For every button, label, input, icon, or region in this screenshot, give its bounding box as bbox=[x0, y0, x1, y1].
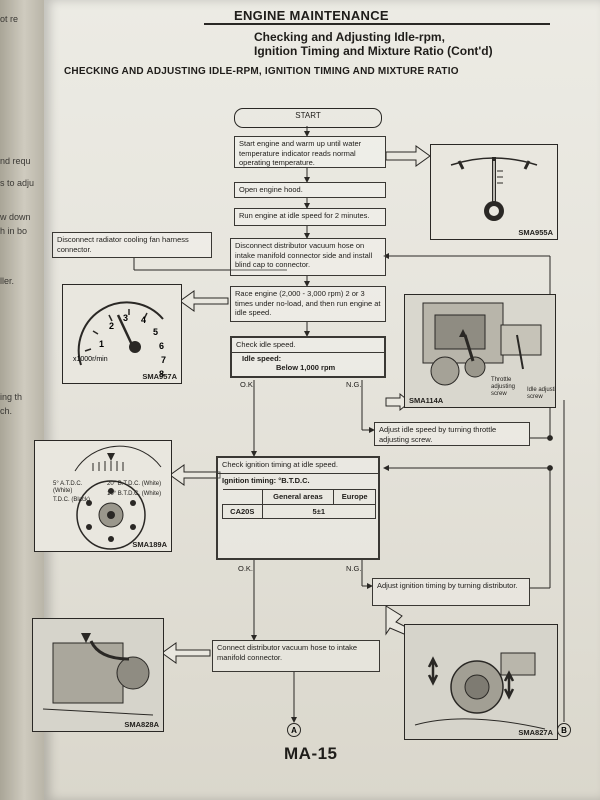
figure-code: SMA957A bbox=[142, 372, 177, 381]
manual-page: ENGINE MAINTENANCE Checking and Adjustin… bbox=[32, 0, 600, 800]
connector-b: B bbox=[557, 723, 571, 737]
step-disconnect-vacuum-hose: Disconnect distributor vacuum hose on in… bbox=[230, 238, 386, 276]
label-idle-screw: Idle adjusting screw bbox=[527, 387, 555, 400]
tach-tick: 8 bbox=[159, 369, 164, 379]
figure-code: SMA189A bbox=[132, 540, 167, 549]
step-connect-vacuum-hose: Connect distributor vacuum hose to intak… bbox=[212, 640, 380, 672]
step-disconnect-fan-connector: Disconnect radiator cooling fan harness … bbox=[52, 232, 212, 258]
left-page-fragment: s to adju bbox=[0, 178, 35, 188]
label-throttle-screw: Throttle adjusting screw bbox=[491, 377, 516, 397]
step-adjust-idle: Adjust idle speed by turning throttle ad… bbox=[374, 422, 530, 446]
figure-vacuum-hose: SMA828A bbox=[32, 618, 164, 732]
ok-label: O.K. bbox=[240, 380, 256, 389]
left-page-fragment: nd requ bbox=[0, 156, 31, 166]
check-ignition-timing-box: Check ignition timing at idle speed. Ign… bbox=[216, 456, 380, 560]
check-timing-title: Check ignition timing at idle speed. bbox=[222, 460, 338, 469]
label-20-btdc: 20° B.T.D.C. (White) bbox=[107, 481, 162, 487]
ng-label: N.G. bbox=[346, 564, 362, 573]
connector-b-label: B bbox=[561, 726, 567, 735]
connector-a-label: A bbox=[291, 726, 297, 735]
timing-spec-value: °B.T.D.C. bbox=[278, 475, 310, 485]
row-timing-value: 5±1 bbox=[261, 503, 377, 519]
ignition-timing-table: General areas Europe CA20S 5±1 bbox=[222, 489, 377, 519]
figure-carburetor: Throttle adjusting screw Idle adjusting … bbox=[404, 294, 556, 408]
left-page-fragment: ch. bbox=[0, 406, 13, 416]
tach-tick: 2 bbox=[109, 321, 114, 331]
idle-spec-value: Below 1,000 rpm bbox=[276, 363, 336, 372]
carburetor-icon bbox=[422, 302, 542, 386]
idle-spec-label: Idle speed: bbox=[232, 351, 384, 364]
figure-temperature-gauge: SMA955A bbox=[430, 144, 558, 240]
page-subtitle: Checking and Adjusting Idle-rpm, Ignitio… bbox=[254, 30, 493, 58]
check-idle-title: Check idle speed. bbox=[236, 340, 296, 349]
figure-code: SMA827A bbox=[518, 728, 553, 737]
tachometer-icon: 1 2 3 4 5 6 7 8 x1000r/min bbox=[73, 301, 166, 379]
col-europe: Europe bbox=[333, 489, 376, 505]
tach-tick: 6 bbox=[159, 341, 164, 351]
subtitle-line-1: Checking and Adjusting Idle-rpm, bbox=[254, 30, 445, 44]
adjacent-left-page: ot re nd requ s to adju w down h in bo l… bbox=[0, 0, 44, 800]
figure-code: SMA955A bbox=[518, 228, 553, 237]
figure-tachometer: 1 2 3 4 5 6 7 8 x1000r/min SMA957A bbox=[62, 284, 182, 384]
ng-label: N.G. bbox=[346, 380, 362, 389]
timing-spec-line: Ignition timing: °B.T.D.C. bbox=[218, 472, 378, 488]
distributor-icon bbox=[414, 652, 546, 730]
ok-label: O.K. bbox=[238, 564, 254, 573]
label-tdc: T.D.C. (Black) bbox=[53, 497, 91, 503]
section-title: ENGINE MAINTENANCE bbox=[204, 8, 550, 25]
figure-timing-marks: 5° A.T.D.C. (White) T.D.C. (Black) 20° B… bbox=[34, 440, 172, 552]
step-warm-up: Start engine and warm up until water tem… bbox=[234, 136, 386, 168]
figure-code: SMA828A bbox=[124, 720, 159, 729]
check-idle-speed-box: Check idle speed. Idle speed: Below 1,00… bbox=[230, 336, 386, 378]
tach-tick: 5 bbox=[153, 327, 158, 337]
procedure-title: CHECKING AND ADJUSTING IDLE-RPM, IGNITIO… bbox=[64, 66, 459, 77]
row-model: CA20S bbox=[222, 503, 263, 519]
figure-code: SMA114A bbox=[409, 396, 444, 405]
temperature-gauge-icon bbox=[450, 157, 538, 221]
col-general-areas: General areas bbox=[261, 489, 335, 505]
label-5-atdc: 5° A.T.D.C. (White) bbox=[53, 481, 83, 494]
subtitle-line-2: Ignition Timing and Mixture Ratio (Cont'… bbox=[254, 44, 493, 58]
left-page-fragment: h in bo bbox=[0, 226, 28, 236]
tach-tick: 1 bbox=[99, 339, 104, 349]
left-page-fragment: ot re bbox=[0, 14, 19, 24]
label-10-btdc: 10° B.T.D.C. (White) bbox=[107, 491, 162, 497]
step-run-idle: Run engine at idle speed for 2 minutes. bbox=[234, 208, 386, 226]
figure-distributor: SMA827A bbox=[404, 624, 558, 740]
tach-unit: x1000r/min bbox=[73, 356, 108, 363]
timing-spec-label: Ignition timing: bbox=[222, 475, 277, 485]
start-terminal: START bbox=[234, 108, 382, 128]
left-page-fragment: w down bbox=[0, 212, 31, 222]
step-adjust-timing: Adjust ignition timing by turning distri… bbox=[372, 578, 530, 606]
step-open-hood: Open engine hood. bbox=[234, 182, 386, 198]
vacuum-hose-icon bbox=[42, 633, 154, 716]
step-race-engine: Race engine (2,000 - 3,000 rpm) 2 or 3 t… bbox=[230, 286, 386, 322]
tach-tick: 4 bbox=[141, 315, 146, 325]
left-page-fragment: ing th bbox=[0, 392, 23, 402]
connector-a: A bbox=[287, 723, 301, 737]
tach-tick: 7 bbox=[161, 355, 166, 365]
crankshaft-pulley-icon bbox=[74, 445, 162, 550]
left-page-fragment: ller. bbox=[0, 276, 15, 286]
page-number: MA-15 bbox=[284, 744, 338, 763]
tach-tick: 3 bbox=[123, 313, 128, 323]
